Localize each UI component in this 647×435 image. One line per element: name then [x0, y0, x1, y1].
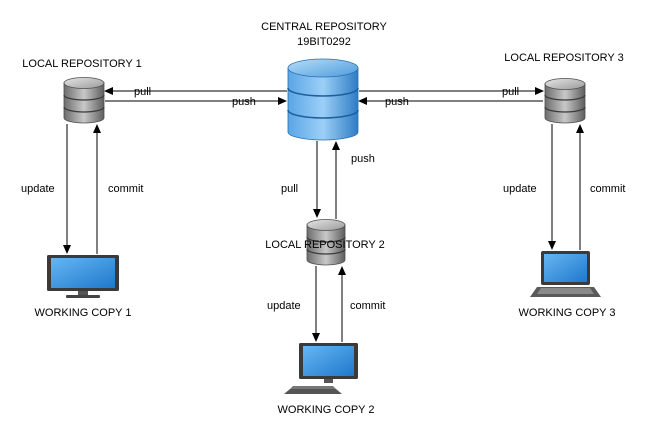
local-repository-1: LOCAL REPOSITORY 1 [22, 58, 142, 124]
pull-label: pull [281, 183, 298, 195]
update-label: update [267, 300, 301, 312]
central-repository-id: 19BIT0292 [297, 36, 351, 48]
working-copy-2: WORKING COPY 2 [278, 343, 375, 416]
database-icon [544, 78, 586, 124]
working-copy-3-label: WORKING COPY 3 [519, 307, 616, 319]
laptop-icon [530, 251, 601, 297]
update-label: update [21, 183, 55, 195]
local-repository-3: LOCAL REPOSITORY 3 [504, 52, 624, 124]
central-repository: CENTRAL REPOSITORY 19BIT0292 [261, 21, 388, 141]
push-label: push [351, 153, 375, 165]
database-icon [306, 219, 346, 266]
local-repository-2-label: LOCAL REPOSITORY 2 [265, 239, 384, 251]
push-label: push [232, 96, 256, 108]
local-repository-1-label: LOCAL REPOSITORY 1 [22, 58, 141, 70]
commit-label: commit [350, 300, 385, 312]
working-copy-3: WORKING COPY 3 [519, 251, 616, 319]
desktop-computer-icon [284, 343, 358, 394]
local-repository-2: LOCAL REPOSITORY 2 [265, 219, 385, 266]
central-repository-title: CENTRAL REPOSITORY [261, 21, 387, 33]
local-repository-3-label: LOCAL REPOSITORY 3 [504, 52, 623, 64]
commit-label: commit [108, 183, 143, 195]
edge-labels: pull push push pull push pull update com… [21, 86, 625, 312]
working-copy-1-label: WORKING COPY 1 [35, 307, 132, 319]
pull-label: pull [134, 86, 151, 98]
database-icon [63, 77, 105, 124]
update-label: update [503, 183, 537, 195]
pull-label: pull [502, 86, 519, 98]
working-copy-2-label: WORKING COPY 2 [278, 404, 375, 416]
monitor-icon [47, 255, 119, 298]
central-database-icon [287, 58, 359, 141]
connectors [63, 87, 584, 342]
working-copy-1: WORKING COPY 1 [35, 255, 132, 319]
push-label: push [385, 96, 409, 108]
commit-label: commit [590, 183, 625, 195]
